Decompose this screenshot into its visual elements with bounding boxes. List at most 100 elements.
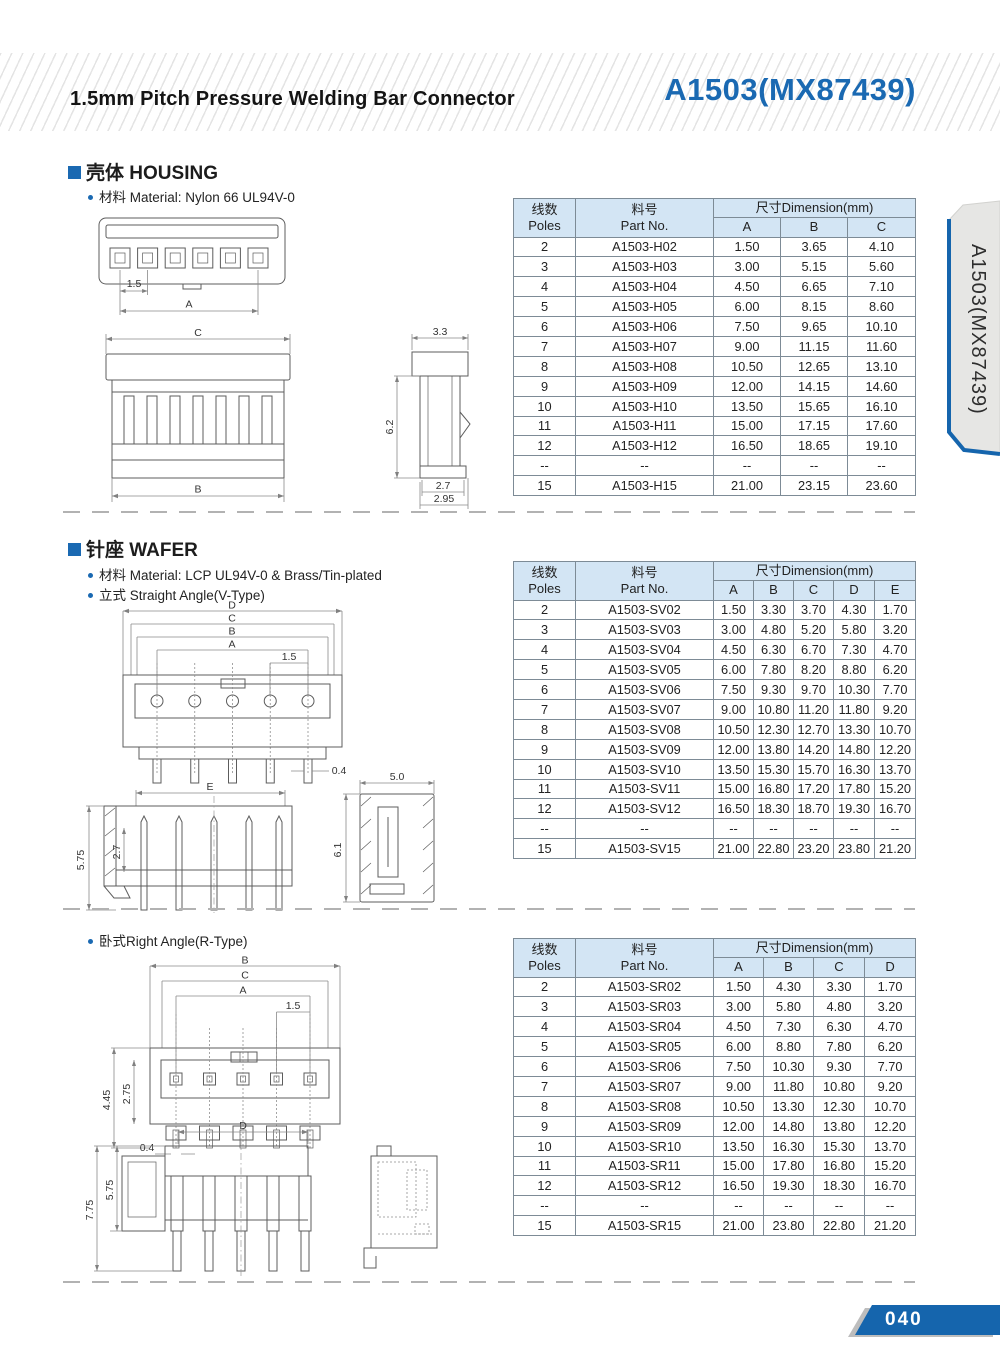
table-cell: A1503-SV02 [575,599,714,621]
table-cell: 6.70 [793,639,834,661]
table-cell: 3.70 [793,599,834,621]
table-cell: A1503-SV15 [575,838,714,860]
table-cell: A1503-H11 [575,415,714,437]
table-cell: 15.00 [713,415,781,437]
svg-text:6.2: 6.2 [384,420,396,435]
svg-text:5.75: 5.75 [104,1180,116,1201]
dim-col-header: A [713,580,754,601]
table-cell: -- [833,818,875,840]
section-marker-icon [68,166,81,179]
table-cell: 13.30 [763,1095,814,1117]
table-cell: 10.80 [753,698,794,720]
table-cell: 11.80 [763,1075,814,1097]
table-cell: 3.00 [713,996,764,1018]
table-cell: 6.00 [713,659,754,681]
table-cell: 12 [513,798,576,820]
table-cell: 13.80 [753,738,794,760]
table-cell: 5 [513,296,576,318]
table-cell: -- [713,455,781,477]
table-cell: A1503-SR15 [575,1215,714,1237]
table-cell: 16.30 [833,758,875,780]
table-cell: 4 [513,1016,576,1038]
table-cell: 16.70 [863,1175,917,1197]
table-cell: 5.80 [763,996,814,1018]
wafer-vtype-note: 立式 Straight Angle(V-Type) [88,584,265,604]
table-cell: 7 [513,698,576,720]
table-cell: 4.30 [833,599,875,621]
dim-col-header: B [763,957,814,978]
table-cell: A1503-SV10 [575,758,714,780]
svg-text:E: E [206,781,213,793]
table-cell: 14.20 [793,738,834,760]
svg-text:C: C [228,613,236,625]
table-cell: 9 [513,375,576,397]
table-cell: 16.50 [713,435,781,457]
table-cell: 4.70 [863,1016,917,1038]
table-cell: 6.20 [873,659,917,681]
svg-text:2.95: 2.95 [434,493,455,505]
table-cell: 18.65 [780,435,848,457]
table-cell: 9.20 [863,1075,917,1097]
page-number: 040 [885,1309,923,1330]
table-cell: 7.30 [833,639,875,661]
table-cell: A1503-H10 [575,395,714,417]
wafer-rtype-section-drawing [363,1145,438,1269]
table-cell: 6 [513,1056,576,1077]
col-header-dimension: 尺寸Dimension(mm) [712,937,917,959]
page-number-badge: 040 [848,1305,1000,1337]
table-cell: 9 [513,738,576,760]
table-cell: 15.65 [780,395,848,417]
svg-text:1.5: 1.5 [282,651,297,663]
wafer-rtype-front-drawing: B C A 1.5 4.45 [101,955,341,1155]
table-cell: 6 [513,679,576,700]
table-cell: 1.50 [713,236,781,258]
housing-front-drawing: 1.5 A [98,217,286,315]
table-cell: 19.30 [763,1175,814,1197]
table-cell: 16.50 [713,798,754,820]
table-cell: 12.65 [780,355,848,377]
table-cell: 10.30 [763,1056,814,1077]
dim-col-header: B [780,217,848,238]
table-cell: 8.20 [793,659,834,681]
table-cell: 16.80 [813,1155,865,1177]
table-cell: A1503-SV06 [575,679,714,700]
table-cell: 9 [513,1115,576,1137]
table-cell: 7 [513,1075,576,1097]
table-cell: 7.10 [847,276,916,298]
table-cell: 17.20 [793,778,834,800]
table-cell: 13.70 [863,1135,917,1157]
table-row: ------------ [513,1195,917,1217]
wafer-material-note: 材料 Material: LCP UL94V-0 & Brass/Tin-pla… [88,564,382,584]
svg-text:0.4: 0.4 [140,1142,155,1154]
table-cell: A1503-H04 [575,276,714,298]
housing-side-drawing: 3.3 6.2 2.7 2.95 [384,326,471,509]
table-cell: A1503-H06 [575,316,714,337]
table-cell: 6 [513,316,576,337]
table-cell: 12.70 [793,718,834,740]
table-cell: 4.30 [763,976,814,998]
svg-text:B: B [194,484,201,496]
svg-text:5.75: 5.75 [75,850,87,871]
table-cell: 9.00 [713,698,754,720]
table-cell: 9.00 [713,1075,764,1097]
dim-col-header: B [753,580,794,601]
table-cell: 6.65 [780,276,848,298]
table-cell: 17.15 [780,415,848,437]
table-cell: 7.80 [813,1036,865,1058]
